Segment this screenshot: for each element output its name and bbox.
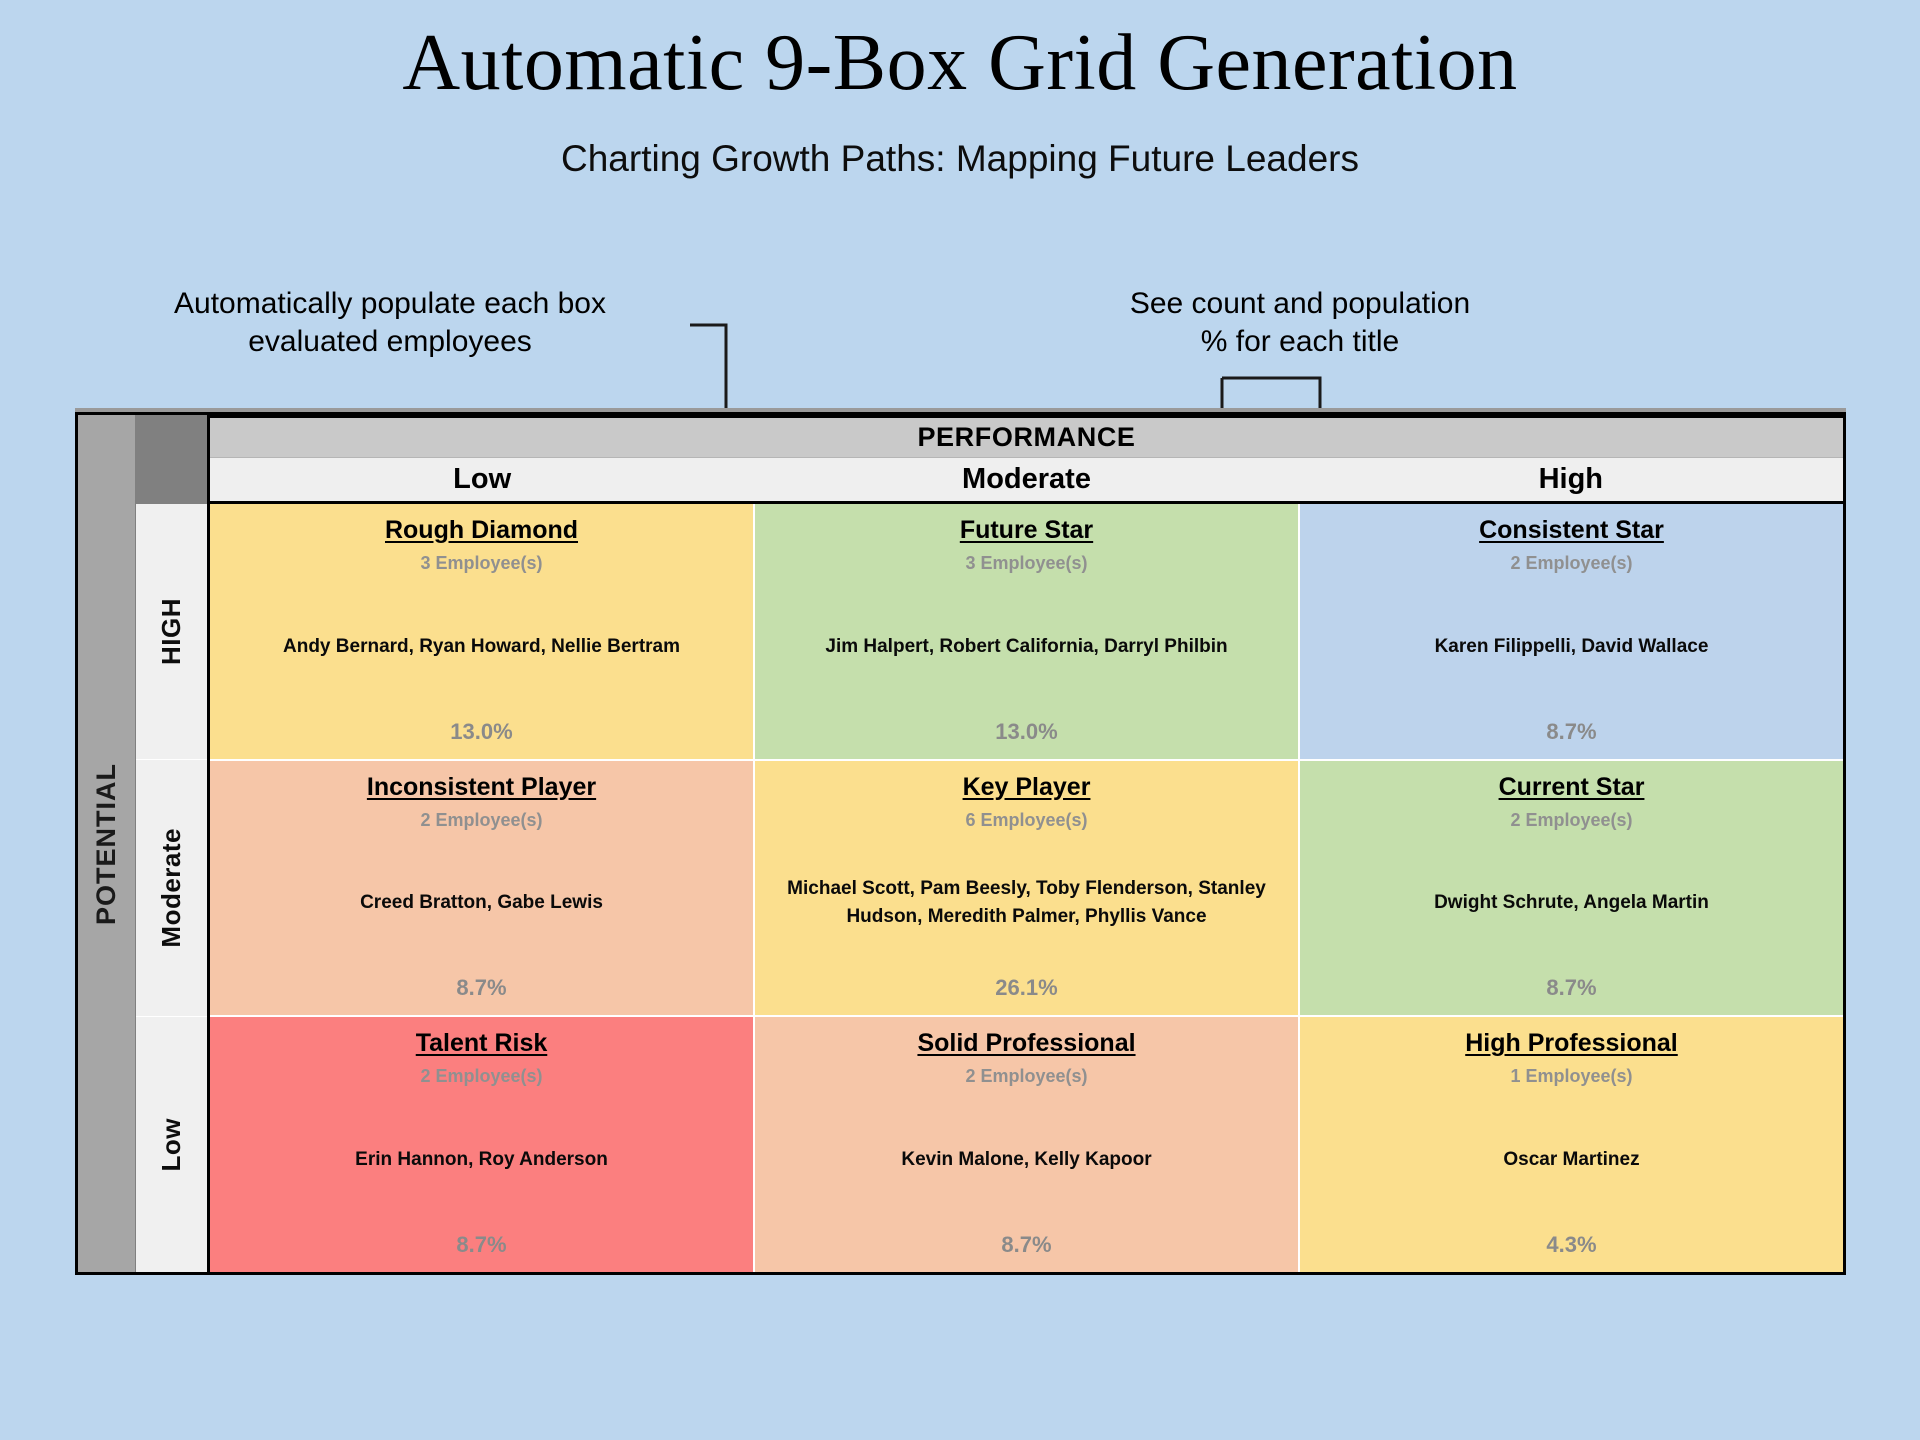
box-count: 1 Employee(s) bbox=[1510, 1066, 1633, 1087]
potential-axis: POTENTIAL bbox=[78, 415, 136, 1272]
potential-tick-low-label: Low bbox=[156, 1117, 186, 1172]
box-talent-risk[interactable]: Talent Risk 2 Employee(s) Erin Hannon, R… bbox=[210, 1017, 755, 1273]
box-title: Talent Risk bbox=[415, 1029, 548, 1058]
nine-box-grid: POTENTIAL PERFORMANCE Low Moderate High … bbox=[75, 412, 1846, 1275]
box-names: Oscar Martinez bbox=[1503, 1148, 1640, 1170]
box-count: 3 Employee(s) bbox=[965, 553, 1088, 573]
performance-tick-high: High bbox=[1538, 463, 1604, 495]
page-subtitle: Charting Growth Paths: Mapping Future Le… bbox=[561, 138, 1359, 179]
box-count: 2 Employee(s) bbox=[1510, 809, 1633, 830]
performance-axis-label: PERFORMANCE bbox=[917, 422, 1136, 452]
box-names: Kevin Malone, Kelly Kapoor bbox=[901, 1148, 1152, 1170]
box-count: 2 Employee(s) bbox=[965, 1066, 1088, 1087]
box-title: Current Star bbox=[1498, 772, 1645, 801]
box-names: Creed Bratton, Gabe Lewis bbox=[360, 892, 603, 914]
box-inconsistent-player[interactable]: Inconsistent Player 2 Employee(s) Creed … bbox=[210, 760, 755, 1016]
box-percent: 26.1% bbox=[995, 975, 1058, 1001]
box-percent: 8.7% bbox=[456, 1232, 507, 1258]
potential-tick-column: HIGH Moderate Low bbox=[136, 504, 210, 1272]
box-title: Key Player bbox=[962, 772, 1091, 801]
grid-row-low: Talent Risk 2 Employee(s) Erin Hannon, R… bbox=[210, 1017, 1843, 1273]
box-title: Solid Professional bbox=[917, 1029, 1136, 1058]
box-title: High Professional bbox=[1465, 1029, 1678, 1058]
box-title: Rough Diamond bbox=[384, 516, 579, 544]
box-percent: 13.0% bbox=[995, 718, 1058, 744]
box-percent: 13.0% bbox=[450, 718, 513, 744]
box-high-professional[interactable]: High Professional 1 Employee(s) Oscar Ma… bbox=[1300, 1017, 1843, 1273]
box-names: Jim Halpert, Robert California, Darryl P… bbox=[825, 635, 1228, 657]
box-solid-professional[interactable]: Solid Professional 2 Employee(s) Kevin M… bbox=[755, 1017, 1300, 1273]
performance-axis: PERFORMANCE bbox=[210, 415, 1843, 458]
potential-tick-high-label: HIGH bbox=[156, 598, 186, 666]
box-count: 3 Employee(s) bbox=[420, 553, 543, 573]
potential-axis-label: POTENTIAL bbox=[91, 762, 121, 925]
box-count: 6 Employee(s) bbox=[965, 809, 1088, 830]
box-percent: 4.3% bbox=[1546, 1232, 1597, 1258]
box-rough-diamond[interactable]: Rough Diamond 3 Employee(s) Andy Bernard… bbox=[210, 504, 755, 759]
box-title: Future Star bbox=[959, 516, 1094, 544]
box-names: Erin Hannon, Roy Anderson bbox=[355, 1148, 608, 1170]
box-percent: 8.7% bbox=[456, 975, 507, 1001]
box-names: Dwight Schrute, Angela Martin bbox=[1434, 892, 1709, 914]
performance-tick-low: Low bbox=[453, 463, 512, 495]
box-names: Karen Filippelli, David Wallace bbox=[1434, 635, 1709, 657]
box-percent: 8.7% bbox=[1546, 975, 1597, 1001]
box-count: 2 Employee(s) bbox=[420, 1066, 543, 1087]
box-count: 2 Employee(s) bbox=[1510, 553, 1633, 573]
grid-row-moderate: Inconsistent Player 2 Employee(s) Creed … bbox=[210, 760, 1843, 1018]
grid-corner-block bbox=[136, 415, 210, 504]
box-title: Consistent Star bbox=[1479, 516, 1664, 544]
box-count: 2 Employee(s) bbox=[420, 809, 543, 830]
performance-tick-moderate: Moderate bbox=[962, 463, 1091, 495]
box-names: Michael Scott, Pam Beesly, Toby Flenders… bbox=[787, 878, 1266, 927]
grid-row-high: Rough Diamond 3 Employee(s) Andy Bernard… bbox=[210, 504, 1843, 761]
annotation-populate-boxes: Automatically populate each box evaluate… bbox=[174, 287, 606, 358]
potential-tick-high: HIGH bbox=[136, 504, 207, 761]
page-title: Automatic 9-Box Grid Generation bbox=[402, 19, 1518, 107]
potential-tick-moderate-label: Moderate bbox=[156, 828, 186, 948]
box-percent: 8.7% bbox=[1001, 1232, 1052, 1258]
annotation-count-population: See count and population % for each titl… bbox=[1129, 287, 1471, 358]
potential-tick-low: Low bbox=[136, 1016, 207, 1272]
box-consistent-star[interactable]: Consistent Star 2 Employee(s) Karen Fili… bbox=[1300, 504, 1843, 759]
box-current-star[interactable]: Current Star 2 Employee(s) Dwight Schrut… bbox=[1300, 760, 1843, 1016]
box-names: Andy Bernard, Ryan Howard, Nellie Bertra… bbox=[283, 635, 680, 657]
box-percent: 8.7% bbox=[1546, 718, 1597, 744]
box-title: Inconsistent Player bbox=[366, 772, 597, 801]
box-future-star[interactable]: Future Star 3 Employee(s) Jim Halpert, R… bbox=[755, 504, 1300, 759]
potential-tick-moderate: Moderate bbox=[136, 760, 207, 1017]
box-key-player[interactable]: Key Player 6 Employee(s) Michael Scott, … bbox=[755, 760, 1300, 1016]
grid-header: PERFORMANCE Low Moderate High bbox=[136, 415, 1843, 504]
performance-tick-row: Low Moderate High bbox=[210, 458, 1843, 504]
